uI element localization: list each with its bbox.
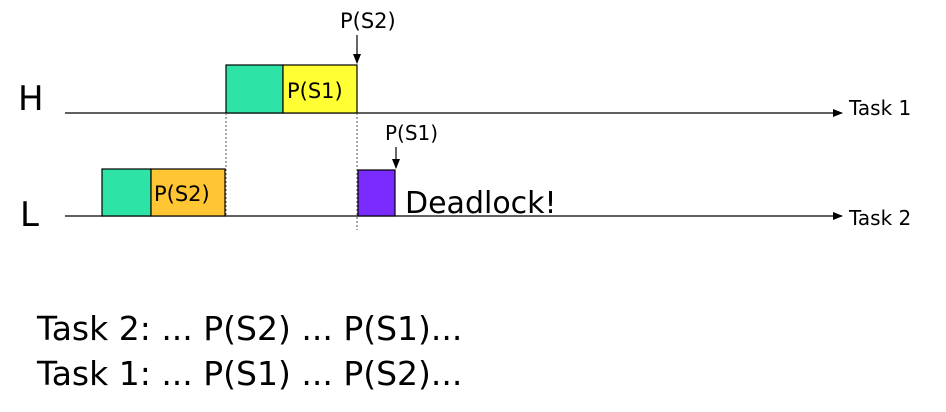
task-label-high: Task 1 <box>848 96 911 120</box>
low-lock-label: P(S2) <box>154 182 210 206</box>
row-label-high: H <box>18 79 44 119</box>
blocked-block <box>357 169 396 217</box>
low-lock-block <box>150 168 226 217</box>
code-line-task2: Task 2: ... P(S2) ... P(S1)... <box>36 309 462 348</box>
high-lock-block <box>282 64 358 114</box>
high-exec-block <box>225 64 284 114</box>
high-lock-label: P(S1) <box>287 79 343 103</box>
high-request-label: P(S2) <box>340 9 396 33</box>
code-line-task1: Task 1: ... P(S1) ... P(S2)... <box>36 354 462 393</box>
low-request-label: P(S1) <box>385 121 438 145</box>
task-label-low: Task 2 <box>848 206 911 230</box>
row-label-low: L <box>20 195 39 235</box>
low-exec-block <box>101 168 152 217</box>
deadlock-label: Deadlock! <box>405 186 557 221</box>
